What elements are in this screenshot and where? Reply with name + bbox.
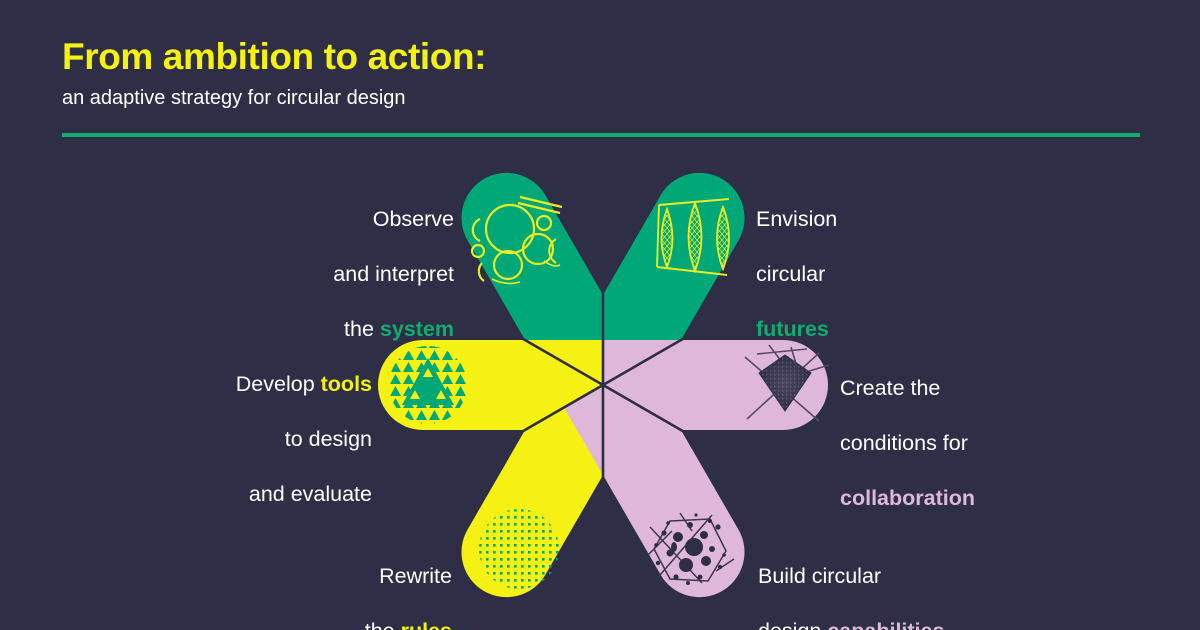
label-line: and evaluate: [248, 481, 372, 506]
futures-lenses-icon: [656, 198, 730, 276]
label-build-capabilities: Build circular design capabilities: [758, 535, 1088, 630]
label-accent: collaboration: [840, 485, 975, 510]
page-subtitle: an adaptive strategy for circular design: [62, 86, 406, 109]
label-accent: capabilities: [827, 619, 944, 630]
label-observe-system: Observe and interpret the system: [170, 178, 454, 371]
label-envision-futures: Envision circular futures: [756, 178, 1056, 371]
label-line: Create the: [840, 375, 941, 400]
label-create-collaboration: Create the conditions for collaboration: [840, 347, 1160, 540]
page-title: From ambition to action:: [62, 36, 487, 77]
header-divider: [62, 133, 1140, 137]
label-accent: system: [379, 316, 454, 341]
label-develop-tools: Develop tools to design and evaluate: [100, 343, 372, 536]
diamond-crosshatch-icon: [744, 344, 830, 422]
label-line: circular: [756, 261, 826, 286]
petal-separators: [439, 197, 767, 573]
label-accent: tools: [320, 371, 372, 396]
label-line: design capabilities: [758, 618, 1088, 630]
system-bubbles-icon: [470, 195, 563, 285]
label-rewrite-rules: Rewrite the rules: [180, 535, 452, 630]
label-line: futures: [756, 316, 1056, 344]
label-line: conditions for: [840, 430, 968, 455]
label-line: Develop tools: [235, 371, 372, 396]
label-line: Rewrite: [379, 563, 452, 588]
label-line: collaboration: [840, 485, 1160, 513]
dot-grid-circle-icon: [479, 509, 559, 589]
label-accent: futures: [756, 316, 829, 341]
network-hexagon-icon: [647, 512, 735, 585]
petal-capabilities[interactable]: [564, 362, 761, 614]
label-line: Envision: [756, 206, 838, 231]
header: From ambition to action: an adaptive str…: [62, 36, 1142, 110]
label-line: to design: [284, 426, 372, 451]
label-line: the rules: [180, 618, 452, 630]
label-line: Build circular: [758, 563, 882, 588]
label-line: and interpret: [333, 261, 454, 286]
label-accent: rules: [401, 619, 452, 630]
sierpinski-triangle-circle-icon: [389, 346, 467, 424]
label-line: the system: [344, 316, 454, 341]
label-line: Observe: [372, 206, 454, 231]
